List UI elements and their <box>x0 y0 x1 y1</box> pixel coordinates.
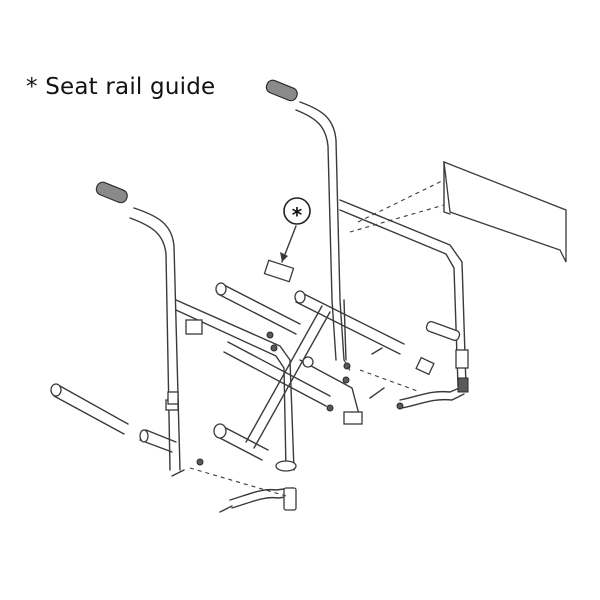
left-seat-rail <box>50 383 179 435</box>
left-seat-rail-top <box>59 385 129 425</box>
seat-rail-d <box>299 359 361 419</box>
seat-rail-a-cap <box>215 282 227 296</box>
rear-clamp <box>457 377 469 393</box>
left-seat-rail-bottom <box>53 395 125 435</box>
seat-rail-b-bottom <box>295 301 401 355</box>
crossbrace-assembly <box>171 282 405 513</box>
crossbrace-bottom-rail-top <box>221 425 269 451</box>
guide-line-mid <box>343 359 353 375</box>
rear-armrest-rail-inner <box>339 209 459 387</box>
callout-asterisk: * <box>292 203 303 227</box>
rear-seat-rail-stub <box>425 320 461 342</box>
bolt-5 <box>326 404 334 412</box>
rear-armrest-rail <box>339 199 467 387</box>
front-armrest-rail <box>175 299 295 471</box>
front-footrest-hanger-inner <box>231 495 295 509</box>
callout-arrowhead <box>280 252 288 262</box>
x-brace-arm-1 <box>253 311 331 449</box>
assembly-guide-lines <box>189 359 421 497</box>
left-seat-rail-cap <box>50 383 62 397</box>
rear-footrest-hanger <box>399 385 465 401</box>
front-bracket-upper <box>185 319 203 335</box>
seat-rail-a-bottom <box>217 293 297 335</box>
x-brace-pivot <box>302 356 314 368</box>
seat-rail-b-top <box>299 291 405 345</box>
front-washer <box>275 460 297 472</box>
screw-2 <box>369 387 385 399</box>
front-push-handle-tube <box>133 207 181 471</box>
bolt-1 <box>266 331 274 339</box>
bolt-2 <box>270 344 278 352</box>
crossbrace-bottom-cap <box>213 423 227 439</box>
bolt-6 <box>196 458 204 466</box>
front-rail-end <box>139 429 149 443</box>
rear-side-frame <box>265 79 469 409</box>
rear-socket <box>415 356 435 376</box>
rear-push-handle-tube-inner <box>295 109 337 361</box>
front-handle-grip <box>95 181 128 204</box>
seat-rail-a-top <box>221 283 301 325</box>
bolt-7 <box>396 402 404 410</box>
screw-4 <box>219 505 233 513</box>
backrest-hidden-line-top <box>357 179 445 223</box>
left-seat-rail-bracket <box>167 391 179 405</box>
rear-handle-grip <box>265 79 298 102</box>
rear-footrest-hanger-inner <box>401 393 465 409</box>
backrest-panel <box>443 160 567 263</box>
front-side-frame <box>95 181 297 511</box>
screw-3 <box>171 469 185 477</box>
seat-rail-d-end <box>343 411 363 425</box>
front-push-handle-tube-inner <box>129 217 171 471</box>
front-rail-stub-top <box>145 429 177 443</box>
crossbrace-bottom-rail-bottom <box>215 435 263 461</box>
seat-rail-c-top <box>227 341 331 397</box>
rear-push-handle-tube <box>299 101 345 361</box>
rear-bracket <box>455 349 469 369</box>
guide-line-rear <box>359 369 421 393</box>
callout-circle <box>283 197 311 225</box>
front-footrest-hanger <box>229 487 293 501</box>
front-armrest-rail-inner <box>175 309 287 471</box>
screw-1 <box>371 347 383 355</box>
backrest-hidden-line-bottom <box>349 204 445 233</box>
seat-rail-b-cap <box>294 290 306 304</box>
front-hanger-post <box>283 487 297 511</box>
x-brace-arm-1-inner <box>245 305 323 443</box>
seat-rail-guide-part <box>263 259 295 283</box>
seat-rail-guide: * <box>263 197 311 283</box>
backrest-edge <box>443 161 451 215</box>
rear-upright-lower <box>343 299 347 361</box>
bolt-4 <box>342 376 350 384</box>
guide-line-front <box>189 467 287 497</box>
backrest-upholstery <box>349 160 567 263</box>
legend-caption: * Seat rail guide <box>26 74 216 100</box>
seat-rail-c-bottom <box>223 351 327 407</box>
